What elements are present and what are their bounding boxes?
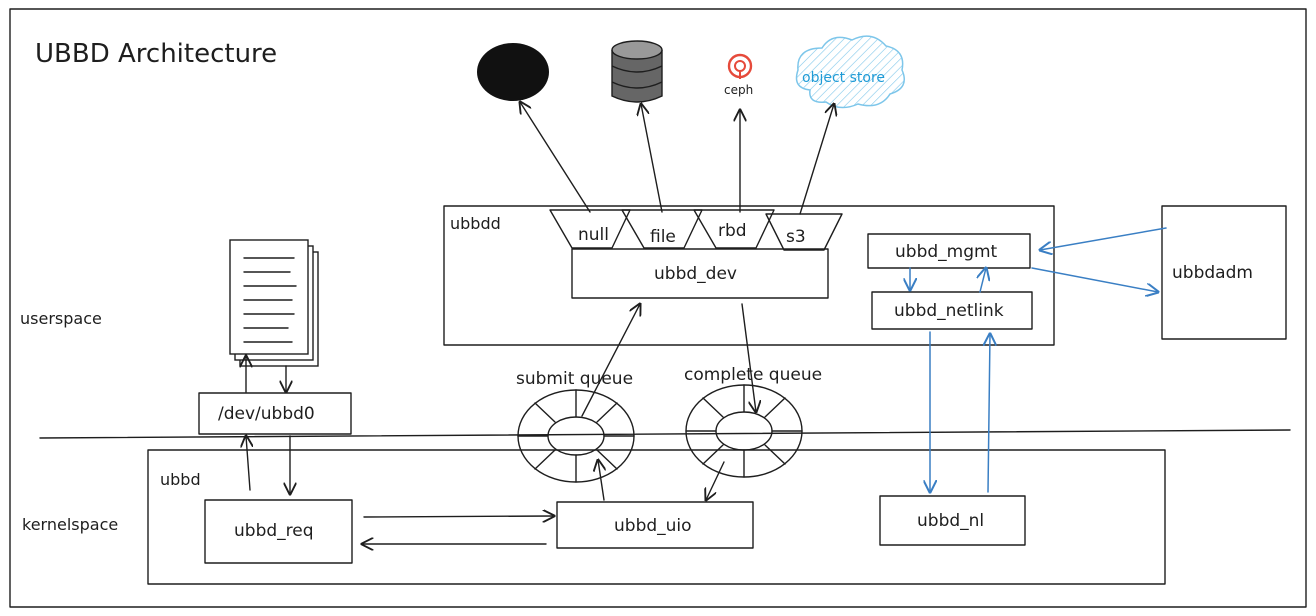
backend-file-box <box>621 209 703 249</box>
backend-null-box <box>549 209 631 249</box>
backend-rbd-box <box>693 209 775 249</box>
submit-queue-ring <box>517 389 635 483</box>
ubbd-dev-label: ubbd_dev <box>654 264 737 284</box>
outer-frame <box>9 8 1307 608</box>
backend-file-label: file <box>650 227 676 247</box>
null-device-icon <box>477 43 549 101</box>
object-store-label: object store <box>802 70 885 86</box>
ubbdadm-box <box>1161 205 1287 340</box>
arrow-submit-to-dev <box>581 304 640 417</box>
ubbdadm-label: ubbdadm <box>1172 263 1253 283</box>
ubbd-mgmt-box <box>867 233 1031 269</box>
ubbd-uio-label: ubbd_uio <box>614 516 692 536</box>
ubbdd-container <box>443 205 1055 346</box>
document-stack-icon <box>229 239 319 367</box>
backend-s3-box <box>765 213 843 251</box>
devnode-box <box>198 392 352 435</box>
complete-queue-ring <box>685 384 803 478</box>
arrow-complete-to-uio <box>706 461 725 500</box>
backend-s3-label: s3 <box>786 227 806 247</box>
ceph-label: ceph <box>724 83 753 97</box>
backend-rbd-label: rbd <box>718 221 747 241</box>
backend-null-label: null <box>578 225 609 245</box>
ubbd-netlink-label: ubbd_netlink <box>894 301 1004 321</box>
kernel-ubbd-container <box>147 449 1166 585</box>
complete-queue-label: complete queue <box>684 365 822 385</box>
devnode-label: /dev/ubbd0 <box>218 404 315 424</box>
ubbd-req-box <box>204 499 353 564</box>
ubbd-netlink-box <box>871 291 1033 330</box>
arrow-netlink-to-mgmt <box>980 268 986 293</box>
ubbd-req-label: ubbd_req <box>234 521 314 541</box>
ubbdd-label: ubbdd <box>450 214 501 233</box>
arrow-file-to-storage <box>641 104 663 213</box>
submit-queue-label: submit queue <box>516 369 633 389</box>
ubbd-nl-label: ubbd_nl <box>917 511 984 531</box>
ubbd-nl-box <box>879 495 1026 546</box>
userspace-label: userspace <box>20 309 102 328</box>
arrow-uio-to-submit <box>598 460 604 501</box>
database-icon <box>611 40 663 103</box>
kernel-ubbd-label: ubbd <box>160 470 201 489</box>
arrow-req-to-uio <box>363 516 554 517</box>
arrow-ubbdadm-to-mgmt <box>1040 227 1167 250</box>
ubbd-uio-box <box>556 501 754 549</box>
arrow-null-to-storage <box>520 102 591 213</box>
arrow-s3-to-object-store <box>799 104 834 215</box>
ubbd-mgmt-label: ubbd_mgmt <box>895 242 998 262</box>
arrow-dev-to-complete <box>741 303 756 412</box>
kernelspace-label: kernelspace <box>22 515 118 534</box>
ubbd-dev-box <box>571 248 829 299</box>
arrow-mgmt-to-ubbdadm <box>1031 267 1158 292</box>
arrow-req-to-devnode <box>246 436 250 491</box>
ceph-icon <box>727 53 753 79</box>
diagram-title: UBBD Architecture <box>35 39 277 69</box>
object-store-cloud-icon <box>795 35 905 109</box>
arrow-nl-to-netlink <box>988 334 990 493</box>
